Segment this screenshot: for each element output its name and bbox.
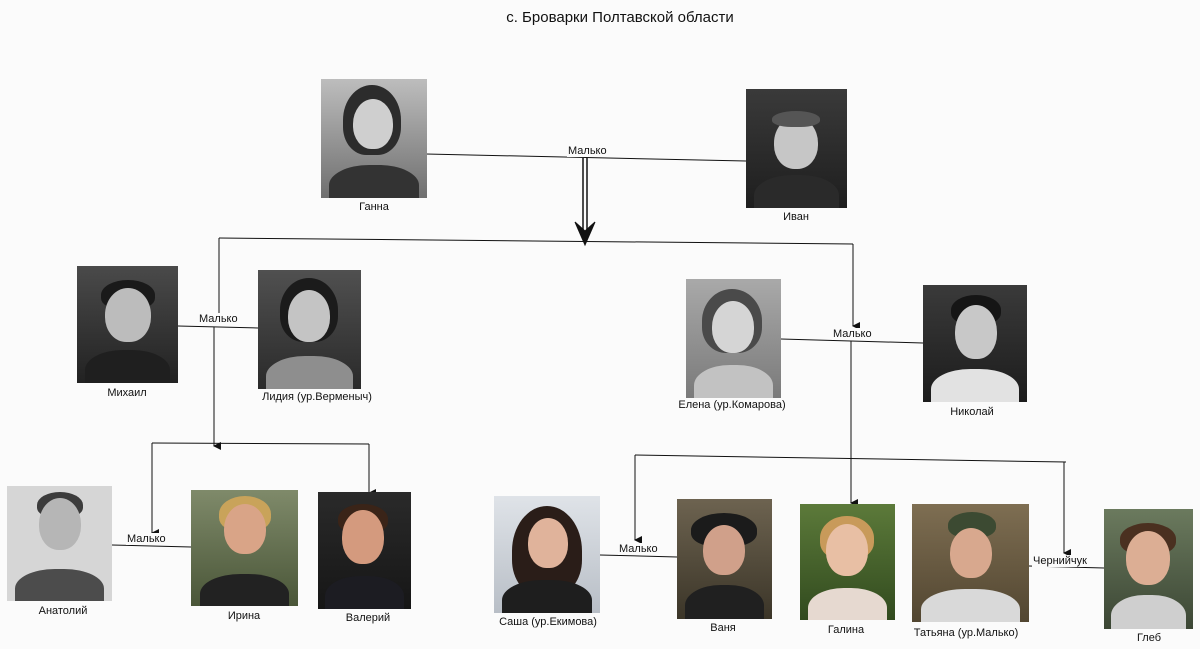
name-galina: Галина	[827, 624, 865, 636]
photo-elena	[686, 279, 781, 398]
page-title: с. Броварки Полтавской области	[506, 9, 734, 26]
name-anatoly: Анатолий	[38, 605, 88, 617]
photo-sasha	[494, 496, 600, 613]
relation-label-tatyana-gleb: Чернийчук	[1032, 555, 1088, 567]
photo-anatoly	[7, 486, 112, 601]
couple-line-anatoly-irina	[111, 544, 192, 548]
name-ganna: Ганна	[359, 201, 389, 213]
name-valery: Валерий	[345, 612, 391, 624]
photo-ivan	[746, 89, 847, 208]
photo-mikhail	[77, 266, 178, 383]
name-vanya: Ваня	[710, 622, 736, 634]
relation-label-right: Малько	[832, 328, 873, 340]
name-lidiya: Лидия (ур.Верменыч)	[262, 391, 372, 403]
name-nikolay: Николай	[950, 406, 994, 418]
photo-vanya	[677, 499, 772, 619]
relation-label-left: Малько	[198, 313, 239, 325]
photo-irina	[191, 490, 298, 606]
couple-line-sasha-vanya	[599, 554, 678, 558]
name-ivan: Иван	[783, 211, 809, 223]
couple-line-elena-nikolay	[780, 338, 924, 344]
photo-galina	[800, 504, 895, 620]
couple-line-ganna-ivan	[425, 153, 747, 162]
name-mikhail: Михаил	[107, 387, 147, 399]
name-tatyana: Татьяна (ур.Малько)	[913, 627, 1019, 639]
name-elena: Елена (ур.Комарова)	[678, 399, 786, 411]
relation-label-anatoly-irina: Малько	[126, 533, 167, 545]
photo-ganna	[321, 79, 427, 198]
couple-line-mikhail-lidiya	[177, 325, 259, 329]
name-gleb: Глеб	[1136, 632, 1162, 644]
name-sasha: Саша (ур.Екимова)	[499, 616, 597, 628]
name-irina: Ирина	[227, 610, 261, 622]
relation-label-top: Малько	[567, 145, 608, 157]
photo-nikolay	[923, 285, 1027, 402]
main-descent-arrow	[574, 221, 596, 247]
photo-lidiya	[258, 270, 361, 389]
relation-label-sasha-vanya: Малько	[618, 543, 659, 555]
photo-gleb	[1104, 509, 1193, 629]
photo-valery	[318, 492, 411, 609]
photo-tatyana	[912, 504, 1029, 622]
